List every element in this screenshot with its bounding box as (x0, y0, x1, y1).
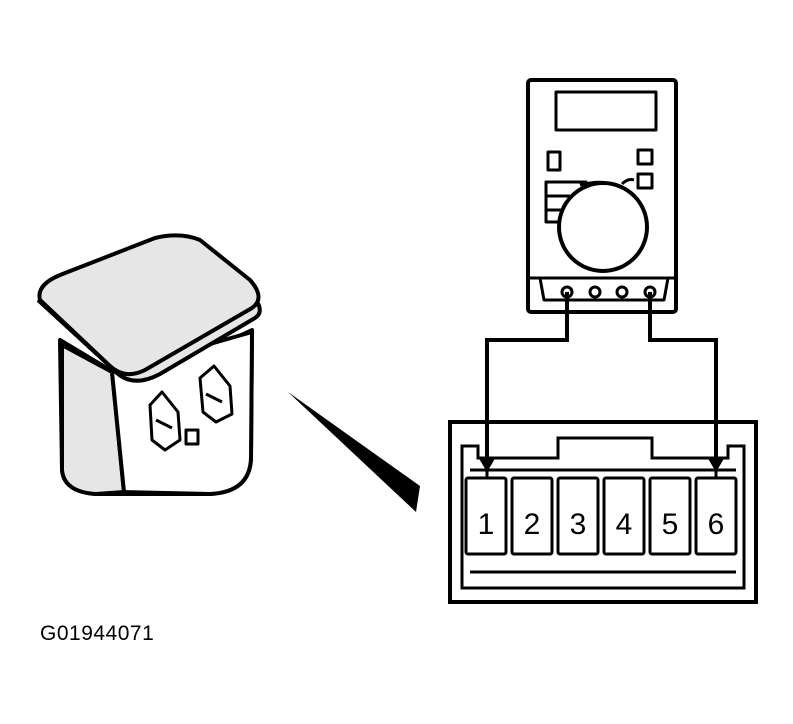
multimeter-icon (526, 78, 678, 314)
pin-label: 4 (616, 508, 633, 541)
connector-pins (464, 476, 738, 556)
pin-label: 5 (662, 508, 679, 541)
pin-label: 6 (708, 508, 725, 541)
power-window-switch-icon (36, 233, 262, 496)
pin-label: 2 (524, 508, 541, 541)
connector-pin-2 (510, 476, 554, 556)
connector-pin-1 (464, 476, 508, 556)
figure-code: G01944071 (40, 622, 155, 645)
pin-label: 3 (570, 508, 587, 541)
connector-pin-labels: 1 2 3 4 5 6 (478, 508, 725, 541)
connector-icon (448, 420, 758, 604)
pin-label: 1 (478, 508, 495, 541)
connector-pin-4 (602, 476, 646, 556)
connector-pin-5 (648, 476, 692, 556)
pointer-wedge-icon (288, 392, 420, 512)
connector-pin-6 (694, 476, 738, 556)
connector-pin-3 (556, 476, 600, 556)
